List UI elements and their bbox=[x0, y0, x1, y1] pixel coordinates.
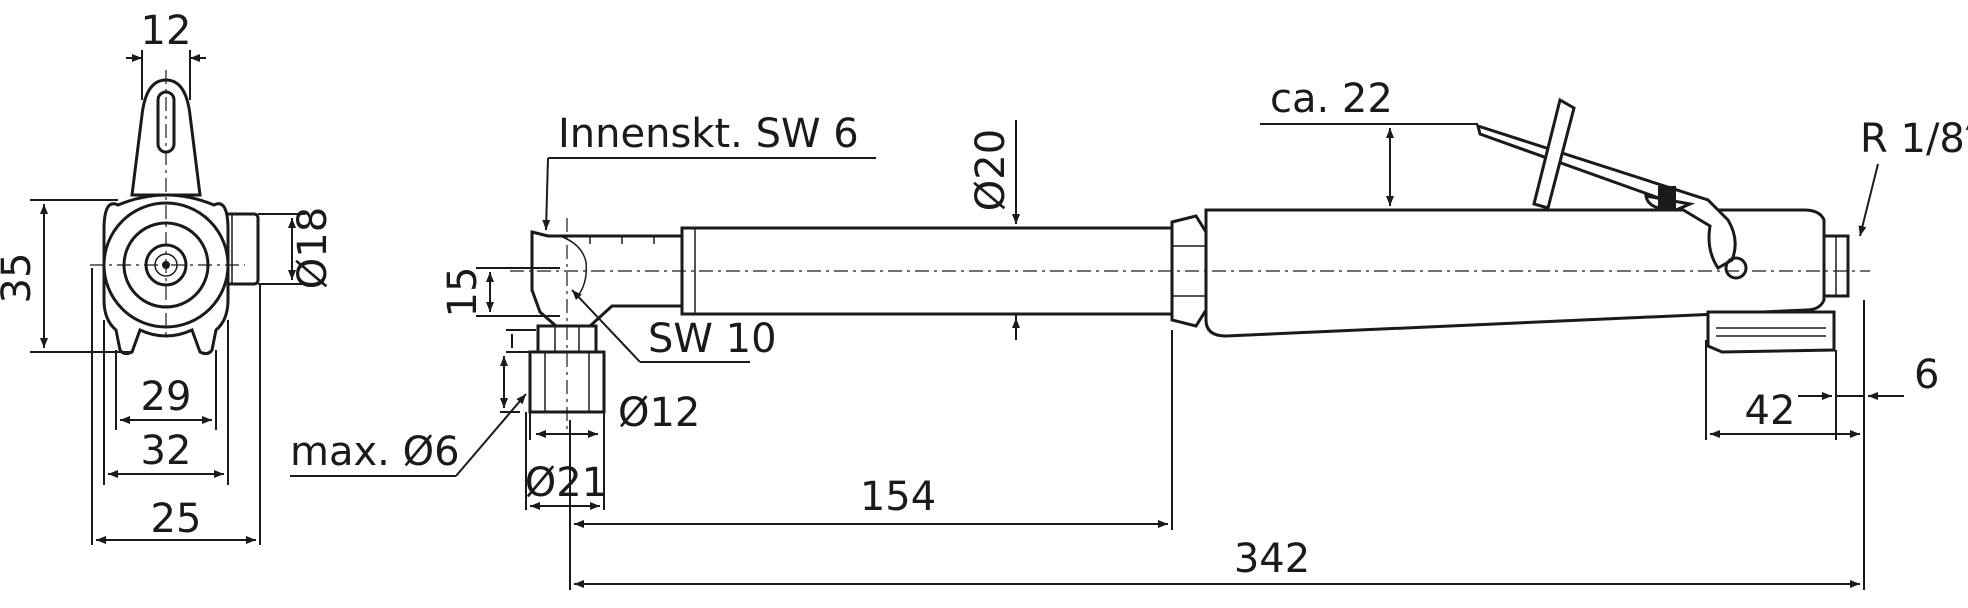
exhaust-slot bbox=[1706, 310, 1836, 354]
lever-spring bbox=[1658, 186, 1676, 210]
dim-42: 42 bbox=[1745, 388, 1796, 434]
dim-12-top: 12 bbox=[141, 8, 192, 54]
dim-342: 342 bbox=[1234, 536, 1310, 582]
dim-25: 25 bbox=[151, 496, 202, 542]
dim-29: 29 bbox=[141, 374, 192, 420]
label-max-d6: max. Ø6 bbox=[290, 429, 460, 475]
side-view: Innenskt. SW 6 15 SW 10 Ø12 max. Ø6 Ø21 bbox=[290, 76, 1968, 590]
dim-d18: Ø18 bbox=[290, 207, 336, 289]
angle-head bbox=[530, 230, 684, 328]
safety-lever bbox=[1475, 123, 1737, 270]
dim-15: 15 bbox=[440, 267, 486, 318]
motor-housing bbox=[1204, 208, 1826, 338]
lever-pivot-pin bbox=[1724, 256, 1748, 280]
dim-32: 32 bbox=[141, 428, 192, 474]
lever-lock-pin bbox=[1532, 97, 1576, 210]
dim-d20: Ø20 bbox=[968, 129, 1014, 211]
dim-d12-collet: Ø12 bbox=[618, 390, 700, 436]
label-innenskt-sw6: Innenskt. SW 6 bbox=[558, 111, 859, 157]
label-sw10: SW 10 bbox=[648, 316, 777, 362]
dim-6: 6 bbox=[1914, 352, 1939, 398]
front-view: 12 35 Ø18 29 32 25 bbox=[0, 8, 336, 545]
dim-d21: Ø21 bbox=[525, 460, 607, 506]
label-thread-r18: R 1/8″ bbox=[1860, 116, 1968, 162]
label-ca22: ca. 22 bbox=[1270, 76, 1393, 122]
dim-35: 35 bbox=[0, 253, 40, 304]
dim-154: 154 bbox=[860, 474, 936, 520]
